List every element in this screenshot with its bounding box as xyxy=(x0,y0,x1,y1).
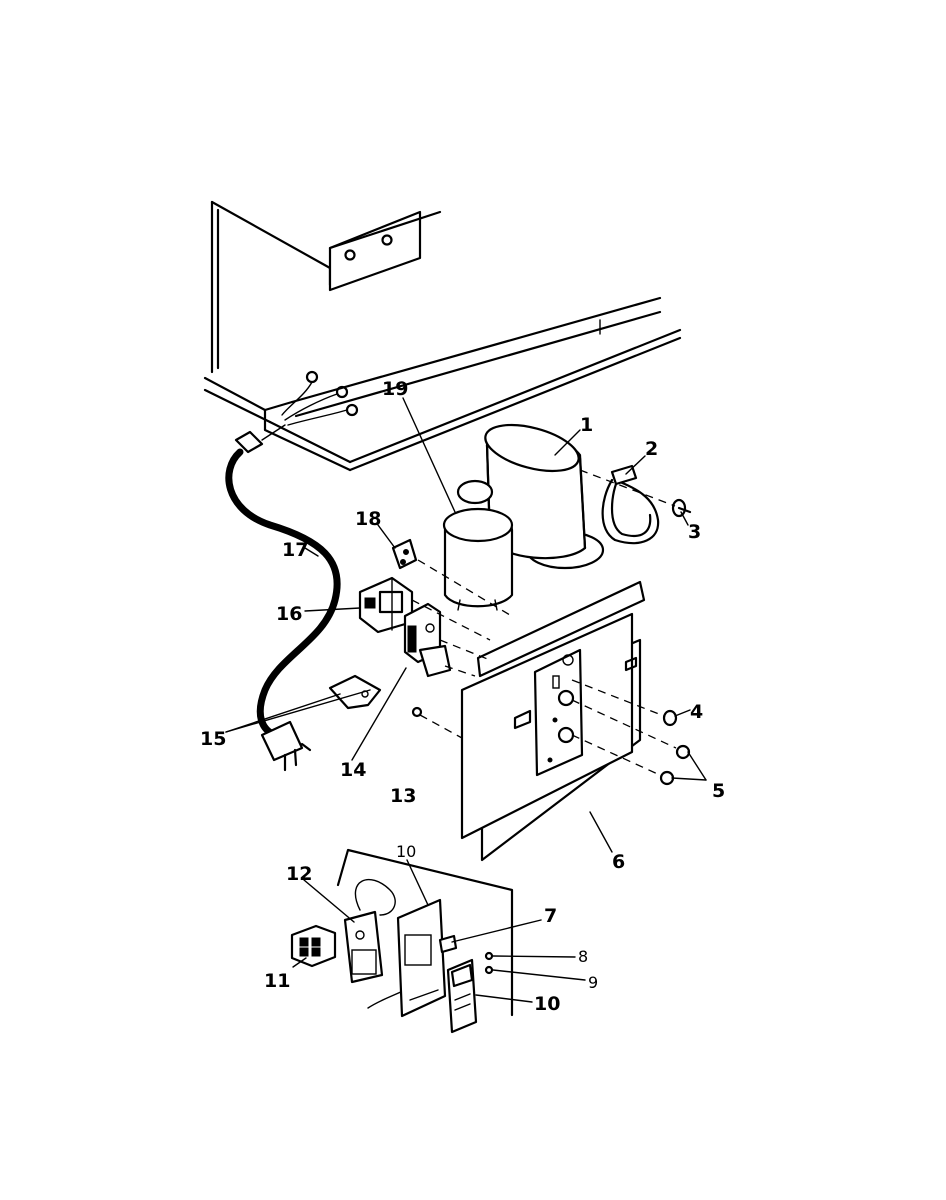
callout-8: 8 xyxy=(578,947,588,966)
power-cord xyxy=(225,448,341,772)
cord-clamp xyxy=(328,674,382,710)
mounting-plate-6 xyxy=(460,580,646,862)
leader-lines xyxy=(225,397,707,1003)
switch-14 xyxy=(403,602,452,678)
power-plug xyxy=(260,720,312,772)
callout-14: 14 xyxy=(340,759,366,781)
nut-13 xyxy=(411,706,423,718)
callout-19: 19 xyxy=(382,378,408,400)
callout-2: 2 xyxy=(645,438,658,460)
callout-11: 11 xyxy=(264,970,290,992)
wire-harness xyxy=(234,370,359,454)
callout-17: 17 xyxy=(282,539,308,561)
callout-4: 4 xyxy=(690,701,703,723)
assembly-lines xyxy=(411,469,677,777)
callout-13: 13 xyxy=(390,785,416,807)
screw-3 xyxy=(671,498,692,518)
callout-labels: 1 2 3 4 5 6 7 8 9 10 10 11 12 13 14 15 1… xyxy=(200,378,725,1015)
callout-10-lower: 10 xyxy=(534,993,560,1015)
callout-5: 5 xyxy=(712,780,725,802)
callout-7: 7 xyxy=(544,905,557,927)
screw-4 xyxy=(662,709,678,727)
callout-6: 6 xyxy=(612,851,625,873)
callout-10-upper: 10 xyxy=(396,842,416,861)
callout-18: 18 xyxy=(355,508,381,530)
callout-15: 15 xyxy=(200,728,226,750)
callout-9: 9 xyxy=(588,973,598,992)
callout-1: 1 xyxy=(580,414,593,436)
callout-12: 12 xyxy=(286,863,312,885)
cabinet-housing xyxy=(203,200,682,472)
capacitor-strap xyxy=(601,464,660,545)
screws-5 xyxy=(659,744,691,786)
callout-3: 3 xyxy=(688,521,701,543)
terminal-block-18 xyxy=(391,538,418,570)
callout-16: 16 xyxy=(276,603,302,625)
control-panel-group xyxy=(290,848,514,1034)
motor-19 xyxy=(442,479,514,611)
